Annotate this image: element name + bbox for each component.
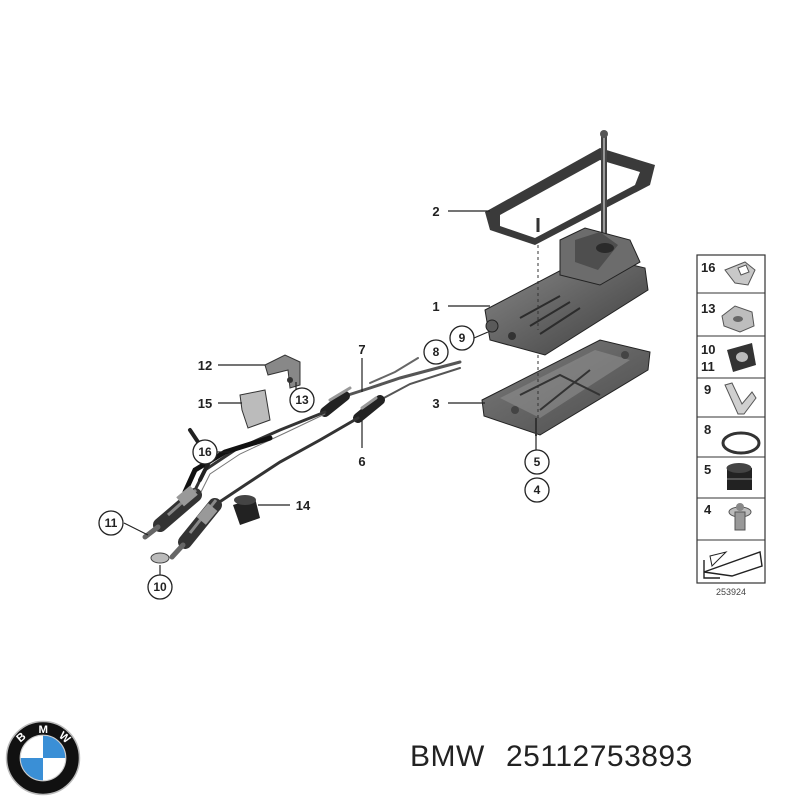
callout-1: 1 [432, 299, 439, 314]
rubber-mount-14 [233, 495, 260, 525]
side-part-8 [721, 431, 761, 455]
cable-end-left [142, 485, 202, 540]
diagram-id: 253924 [716, 587, 746, 597]
gasket [485, 148, 655, 245]
side-part-5 [726, 463, 752, 490]
callout-7: 7 [358, 342, 365, 357]
side-part-4 [728, 503, 752, 531]
logo-letter-m: M [38, 724, 48, 736]
side-row-label-8: 8 [704, 422, 711, 437]
callout-15: 15 [198, 396, 212, 411]
callout-12: 12 [198, 358, 212, 373]
side-row-label-5: 5 [704, 462, 711, 477]
callout-9: 9 [459, 331, 466, 345]
clip-15 [239, 389, 271, 429]
shift-lever-rod [600, 130, 608, 245]
callout-13: 13 [295, 393, 309, 407]
callout-4: 4 [534, 483, 541, 497]
base-plate [481, 339, 651, 436]
side-part-16 [724, 261, 756, 286]
callout-11: 11 [105, 516, 118, 530]
callout-5: 5 [534, 455, 541, 469]
side-part-10-11 [727, 343, 756, 372]
callouts-plain: 2 1 3 12 15 7 6 14 [198, 204, 440, 513]
callout-6: 6 [358, 454, 365, 469]
callout-3: 3 [432, 396, 439, 411]
selector-cable-upper [320, 357, 462, 417]
side-part-13 [721, 305, 755, 333]
callouts-circled-text: 5 4 13 8 9 16 11 10 [105, 331, 541, 594]
caption-brand: BMW [410, 740, 485, 773]
side-row-label-10: 10 [701, 342, 715, 357]
bracket-12 [264, 354, 301, 389]
side-arrow-icon [703, 551, 763, 579]
side-parts-panel: 16 13 10 11 9 8 5 4 [696, 254, 766, 584]
side-row-label-16: 16 [701, 260, 715, 275]
leader-lines [123, 210, 537, 576]
side-row-label-13: 13 [701, 301, 715, 316]
washer-10 [150, 552, 170, 564]
caption-part-number: 25112753893 [506, 740, 693, 773]
gear-shift-housing [484, 227, 649, 356]
callout-2: 2 [432, 204, 439, 219]
side-row-label-9: 9 [704, 382, 711, 397]
side-part-9 [724, 382, 757, 415]
callouts-circled [98, 325, 550, 600]
callout-14: 14 [296, 498, 311, 513]
callout-8: 8 [433, 345, 440, 359]
side-row-label-11: 11 [701, 359, 715, 374]
bmw-logo: B M W [5, 720, 81, 796]
callout-16: 16 [198, 445, 212, 459]
callout-10: 10 [153, 580, 167, 594]
cable-end-right [169, 498, 222, 560]
side-row-label-4: 4 [704, 502, 712, 517]
